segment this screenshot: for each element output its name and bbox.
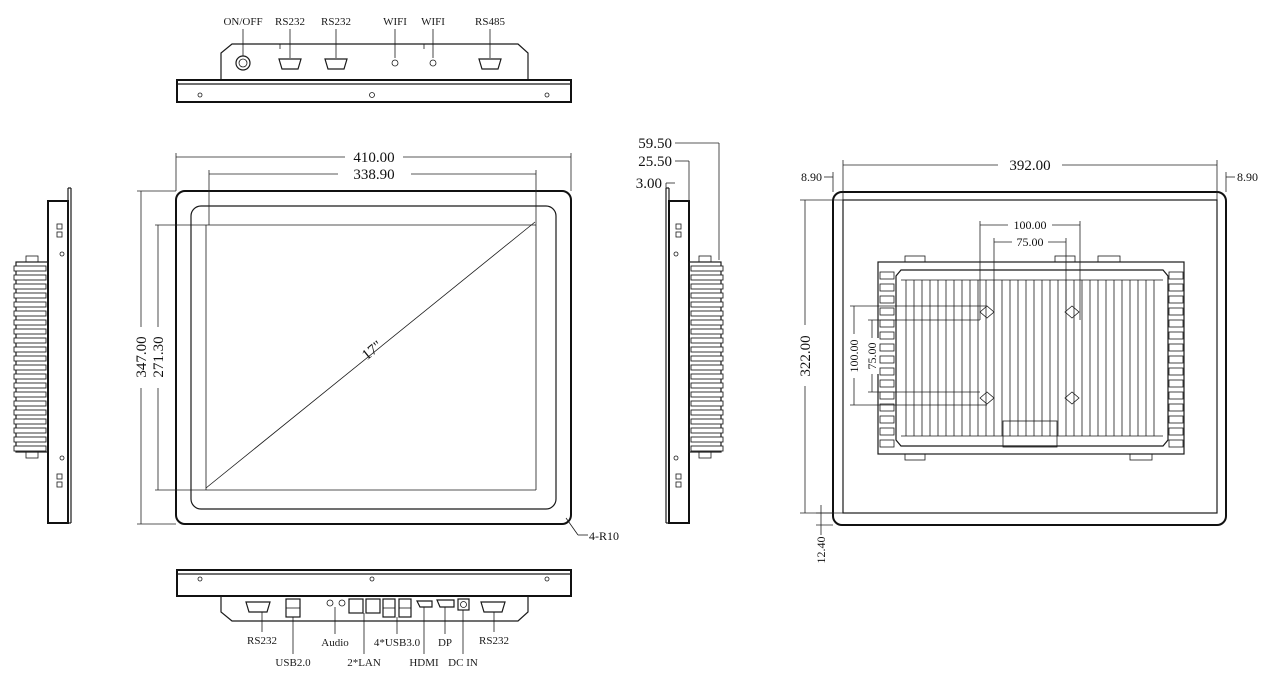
- audio-jack-icon: [326, 599, 334, 607]
- label-rs232-a: RS232: [275, 16, 305, 28]
- rear-view: 100.00 75.00 100.00 75.00 392.00 8.90 8.…: [798, 158, 1258, 564]
- dim-vesa-v-inner: 75.00: [865, 343, 879, 370]
- corner-radius-label: 4-R10: [589, 529, 619, 543]
- dim-depth-front: 3.00: [636, 176, 662, 192]
- dim-rear-width: 392.00: [1009, 158, 1050, 174]
- dim-vesa-h-inner: 75.00: [1017, 235, 1044, 249]
- db9-port-icon: [278, 58, 302, 70]
- dim-height-display: 271.30: [151, 336, 167, 377]
- front-bezel: [175, 190, 572, 525]
- dim-depth-mid: 25.50: [638, 154, 672, 170]
- label-on-off: ON/OFF: [223, 16, 262, 28]
- wifi-antenna-icon: [429, 59, 437, 67]
- dc-in-icon: [457, 598, 470, 611]
- dp-port-icon: [436, 599, 455, 608]
- db9-port-icon: [478, 58, 502, 70]
- label-wifi-b: WIFI: [421, 16, 445, 28]
- dim-vesa-v-outer: 100.00: [847, 340, 861, 373]
- front-view: 17" 410.00 338.90 347.00 271.30 4-R10: [134, 150, 619, 543]
- db9-port-icon: [324, 58, 348, 70]
- rear-outline: [832, 191, 1227, 526]
- label-4-usb3: 4*USB3.0: [374, 637, 421, 649]
- label-bottom-rs232-a: RS232: [247, 635, 277, 647]
- dim-rear-height: 322.00: [798, 335, 814, 376]
- lan-port-icon: [348, 598, 364, 614]
- dim-rear-margin-left: 8.90: [801, 170, 822, 184]
- label-audio: Audio: [321, 637, 349, 649]
- top-flange: [176, 79, 572, 103]
- label-dp: DP: [438, 637, 452, 649]
- bottom-view: RS232 Audio 2*LAN 4*USB3.0 DP RS232 USB2…: [176, 569, 572, 669]
- db9-port-icon: [245, 601, 271, 613]
- wifi-antenna-icon: [391, 59, 399, 67]
- label-plate: [1002, 420, 1058, 448]
- dim-depth-total: 59.50: [638, 136, 672, 152]
- dim-width-display: 338.90: [353, 167, 394, 183]
- label-usb2: USB2.0: [275, 657, 311, 669]
- bottom-flange: [176, 569, 572, 597]
- right-side-view: 59.50 25.50 3.00: [636, 136, 724, 524]
- lan-port-icon: [365, 598, 381, 614]
- diagonal-label: 17": [359, 338, 385, 364]
- hdmi-port-icon: [416, 600, 433, 608]
- label-wifi-a: WIFI: [383, 16, 407, 28]
- label-dc-in: DC IN: [448, 657, 478, 669]
- label-2-lan: 2*LAN: [347, 657, 381, 669]
- label-bottom-rs232-b: RS232: [479, 635, 509, 647]
- top-view: ON/OFF RS232 RS232 WIFI WIFI RS485: [176, 16, 572, 103]
- dim-vesa-h-outer: 100.00: [1014, 218, 1047, 232]
- dim-rear-margin-right: 8.90: [1237, 170, 1258, 184]
- diagonal-line: [205, 221, 536, 489]
- label-rs485: RS485: [475, 16, 505, 28]
- power-button-icon: [235, 55, 251, 71]
- label-hdmi: HDMI: [409, 657, 439, 669]
- audio-jack-icon: [338, 599, 346, 607]
- dim-height-outer: 347.00: [134, 336, 150, 377]
- label-rs232-b: RS232: [321, 16, 351, 28]
- left-side-view: [13, 187, 72, 524]
- dim-rear-bottom: 12.40: [814, 537, 828, 564]
- db9-port-icon: [480, 601, 506, 613]
- dim-width-outer: 410.00: [353, 150, 394, 166]
